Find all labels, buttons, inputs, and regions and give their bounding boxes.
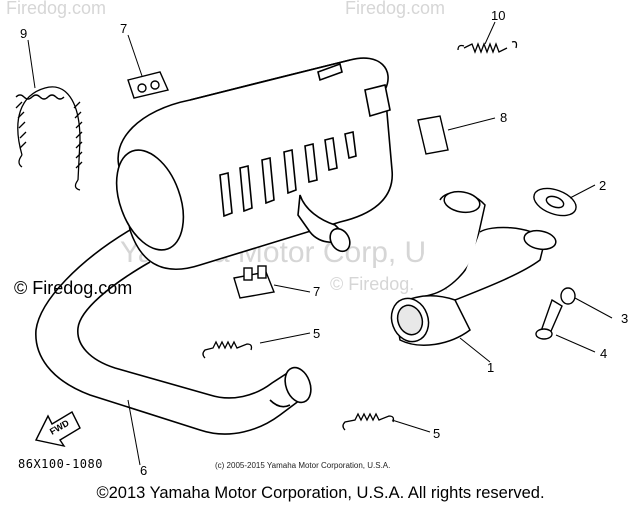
spring-part-5-upper <box>202 340 253 359</box>
leader-lines <box>27 21 613 466</box>
callout-7-lower: 7 <box>313 284 320 299</box>
copyright-notice: ©2013 Yamaha Motor Corporation, U.S.A. A… <box>96 484 545 502</box>
bracket-part-7-top <box>127 71 169 99</box>
callout-8: 8 <box>500 110 507 125</box>
watermark-mid-left: © Firedog.com <box>14 278 132 298</box>
exhaust-pipe-part-6 <box>35 229 312 435</box>
callout-7-top: 7 <box>120 21 127 36</box>
nut-part-4 <box>560 287 576 305</box>
callout-2: 2 <box>599 178 606 193</box>
callout-labels: 9 7 10 8 2 3 4 1 7 5 5 6 <box>20 8 628 478</box>
callout-3: 4 <box>600 346 607 361</box>
pad-part-8 <box>417 115 449 155</box>
exhaust-pipe-part-1 <box>390 190 557 346</box>
spring-large-part-9 <box>15 86 83 191</box>
callout-1: 1 <box>487 360 494 375</box>
callout-6: 6 <box>140 463 147 478</box>
spring-part-10 <box>457 40 518 54</box>
callout-4: 3 <box>621 311 628 326</box>
small-copyright: (c) 2005-2015 Yamaha Motor Corporation, … <box>215 461 391 470</box>
bolt-part-3 <box>535 298 563 340</box>
diagram-code: 86X100-1080 <box>18 457 103 471</box>
callout-5-upper: 5 <box>313 326 320 341</box>
gasket-part-2 <box>533 187 577 217</box>
watermark-top-right: Firedog.com <box>345 0 445 18</box>
watermark-top-left: Firedog.com <box>6 0 106 18</box>
spring-part-5-lower <box>342 412 395 431</box>
bracket-part-7-lower <box>233 265 275 299</box>
callout-5-lower: 5 <box>433 426 440 441</box>
callout-10: 10 <box>491 8 505 23</box>
forward-arrow-icon: FWD <box>34 411 81 448</box>
muffler-body <box>115 57 393 270</box>
callout-9: 9 <box>20 26 27 41</box>
